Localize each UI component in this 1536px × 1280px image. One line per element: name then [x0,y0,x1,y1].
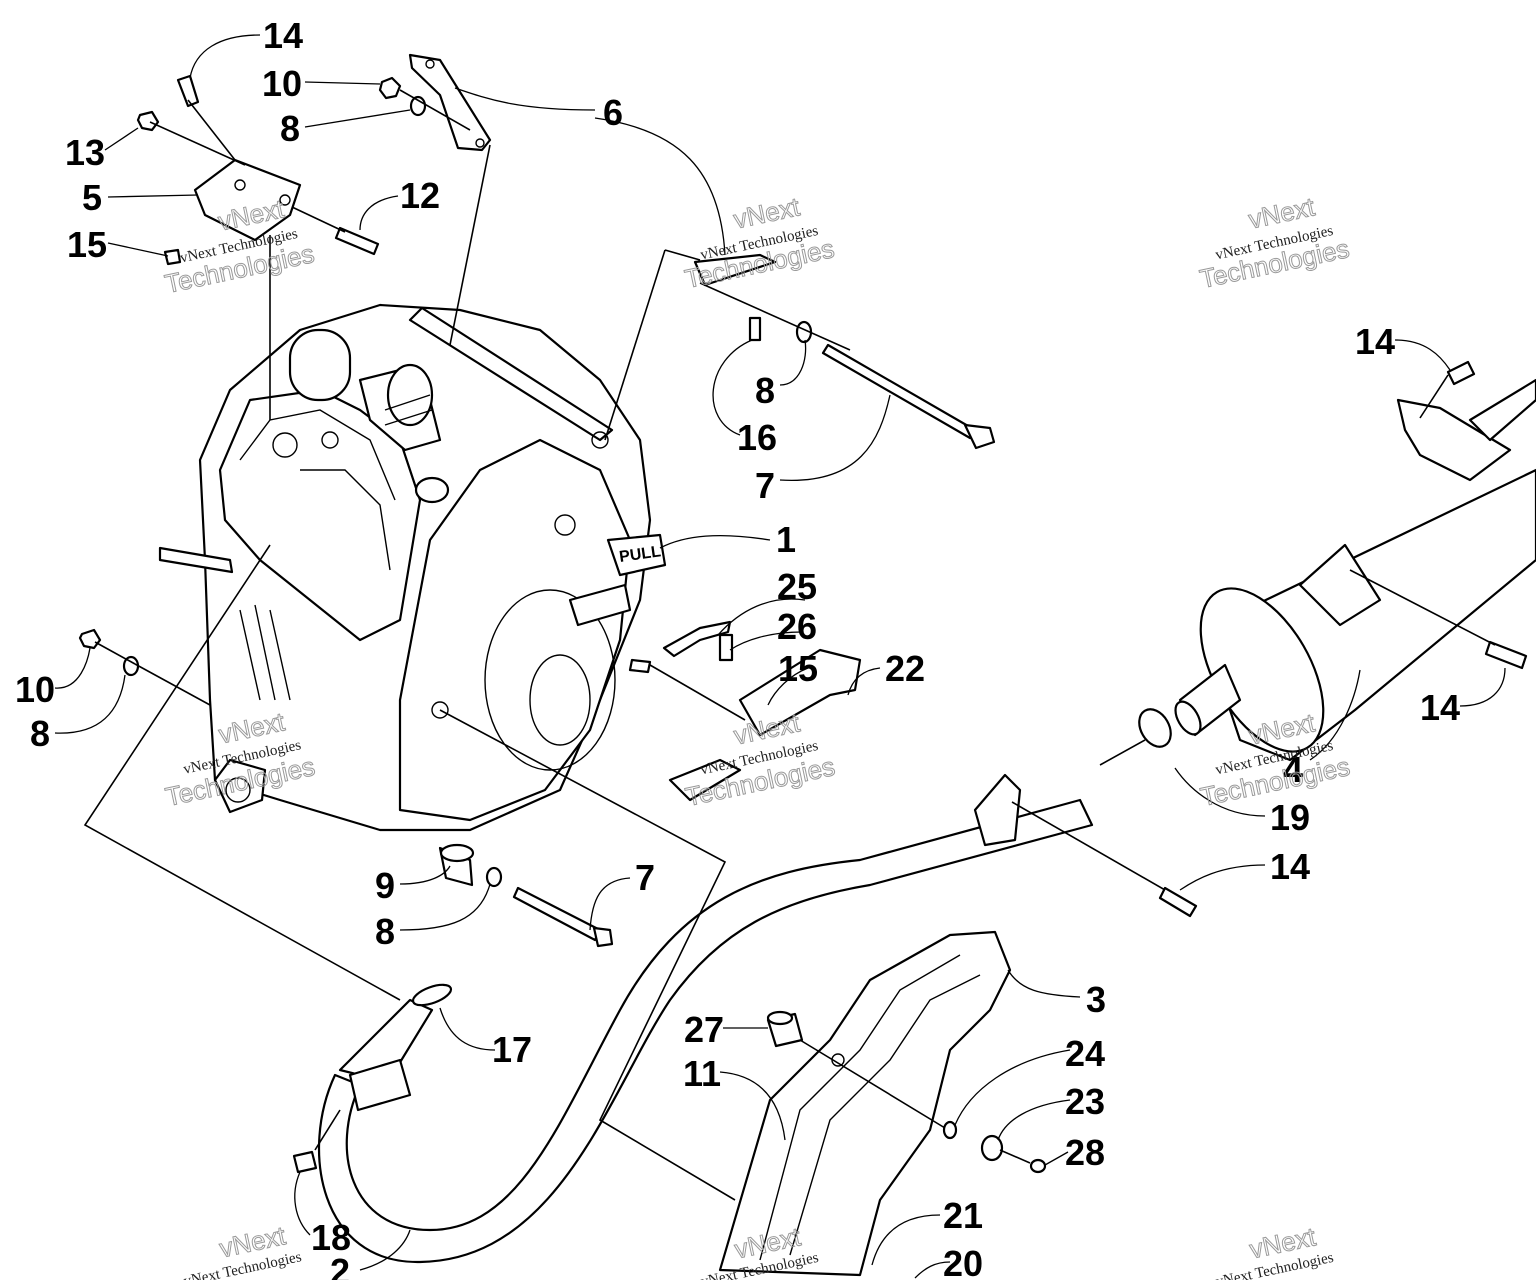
callout-8d: 8 [375,911,395,952]
small-bolts [163,74,1528,1174]
callout-25: 25 [777,566,817,607]
nuts [78,76,402,650]
callout-23: 23 [1065,1081,1105,1122]
side-bracket [693,253,777,287]
callout-7a: 7 [755,465,775,506]
callout-22: 22 [885,648,925,689]
callout-17: 17 [492,1029,532,1070]
callout-16: 16 [737,417,777,458]
callout-8a: 8 [280,108,300,149]
callout-24: 24 [1065,1033,1105,1074]
engine-assembly: PULL [158,303,667,832]
watermark-top-right: vNext vNext Technologies Technologies [1197,191,1353,295]
callout-7b: 7 [635,857,655,898]
callout-28: 28 [1065,1132,1105,1173]
hardware-23-24-28 [942,1120,1047,1174]
callout-5: 5 [82,177,102,218]
callout-27: 27 [684,1009,724,1050]
callout-4: 4 [1283,749,1303,790]
muffler-4 [1174,378,1536,762]
bracket-25 [662,620,732,658]
callout-10a: 10 [262,63,302,104]
callout-14b: 14 [1355,321,1395,362]
callout-2: 2 [330,1251,350,1280]
callout-1: 1 [776,519,796,560]
callout-20: 20 [943,1243,983,1280]
callout-3: 3 [1086,979,1106,1020]
callout-14d: 14 [1270,846,1310,887]
callout-11: 11 [683,1053,721,1094]
callout-12: 12 [400,175,440,216]
callout-19: 19 [1270,797,1310,838]
callout-6: 6 [603,92,623,133]
assembly-lines [83,89,1496,1201]
callout-14a: 14 [263,15,303,56]
callout-8b: 8 [755,370,775,411]
callout-13: 13 [65,132,105,173]
callout-14c: 14 [1420,687,1460,728]
footrest-22 [668,648,862,802]
watermark-bottom-left: vNext vNext Technologies [182,1220,303,1280]
clamp-19 [1138,708,1172,748]
bolt-7-short [512,886,614,948]
watermark-mid-center: vNext vNext Technologies Technologies [682,707,838,813]
pull-label: PULL [618,543,662,566]
watermark-top-center: vNext vNext Technologies Technologies [682,191,838,295]
callout-21: 21 [943,1195,983,1236]
callout-8c: 8 [30,713,50,754]
spacer-9 [438,843,475,887]
washers [122,95,813,888]
watermark-bottom-right: vNext vNext Technologies [1214,1221,1335,1280]
heat-shield-3 [718,930,1012,1277]
exhaust-pipe-2 [318,773,1094,1264]
callout-26: 26 [777,606,817,647]
callout-15a: 15 [67,224,107,265]
callout-10b: 10 [15,669,55,710]
bracket-6 [408,53,492,152]
callout-labels: 14 10 8 6 13 5 12 15 8 16 7 14 1 25 26 1… [15,15,1460,1280]
bolt-7-long [821,343,996,450]
spacer-27 [766,1010,804,1048]
callout-18: 18 [311,1217,351,1258]
callout-15b: 15 [778,648,818,689]
leader-lines [54,34,1506,1279]
callout-9: 9 [375,865,395,906]
